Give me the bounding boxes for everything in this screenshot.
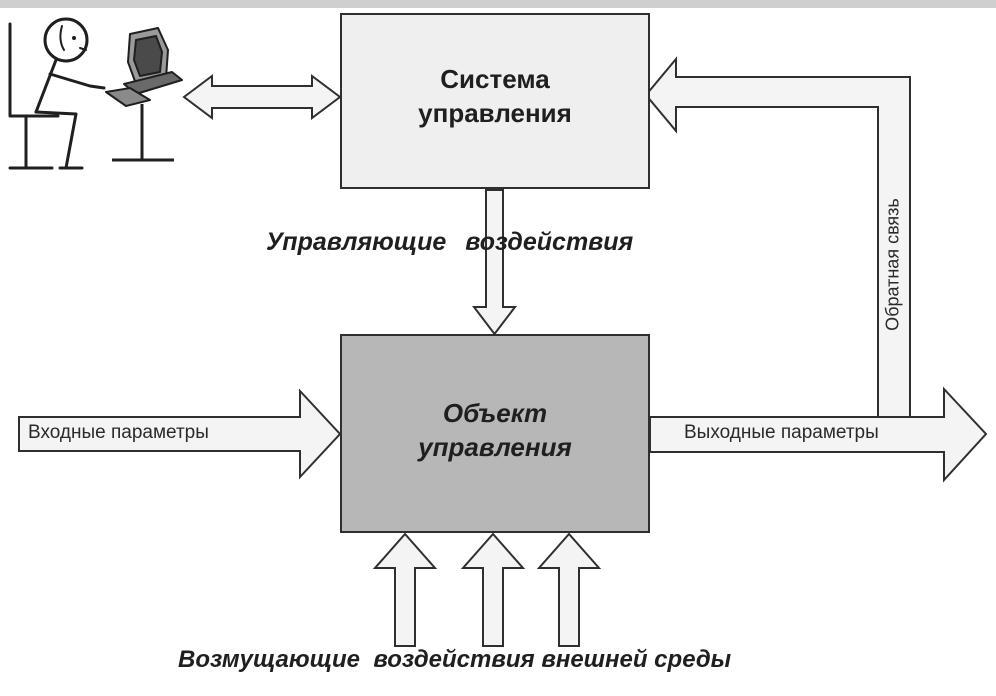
disturbance-arrow-1 (372, 532, 438, 647)
output-params-label: Выходные параметры (684, 422, 879, 443)
top-border-strip (0, 0, 996, 8)
feedback-arrow (644, 56, 911, 419)
disturbance-arrow-2 (460, 532, 526, 647)
disturbances-label: Возмущающие воздействия внешней среды (178, 646, 732, 673)
control-system-line2: управления (418, 98, 572, 128)
control-object-line1: Объект (442, 398, 548, 428)
input-params-label: Входные параметры (28, 422, 209, 443)
control-object-label: Объект управления (341, 396, 649, 464)
output-params-arrow (649, 386, 988, 483)
input-params-arrow (18, 388, 342, 480)
feedback-label: Обратная связь (882, 198, 903, 331)
operator-system-double-arrow (182, 74, 342, 120)
control-system-box (340, 13, 650, 189)
control-actions-label: Управляющие воздействия (266, 228, 634, 256)
computer-icon (105, 27, 183, 162)
control-system-label: Система управления (341, 62, 649, 130)
control-actions-arrow (471, 189, 518, 336)
control-object-line2: управления (418, 432, 572, 462)
disturbance-arrow-3 (536, 532, 602, 647)
control-system-line1: Система (440, 64, 550, 94)
operator-icon (8, 17, 106, 170)
